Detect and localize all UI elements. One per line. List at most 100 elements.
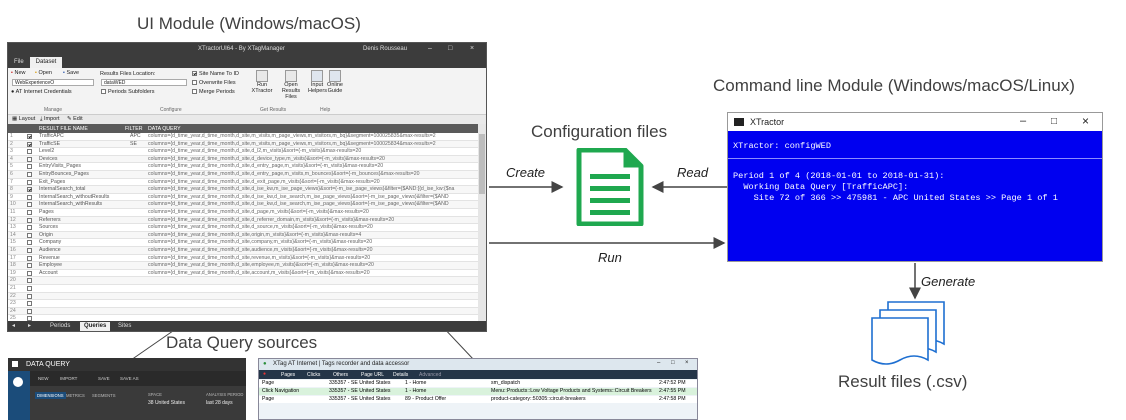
checkbox-icon[interactable] <box>27 255 32 261</box>
maximize-icon[interactable]: □ <box>448 45 453 52</box>
checkbox-icon[interactable] <box>27 270 32 276</box>
dq-import-button[interactable]: IMPORT <box>60 376 78 381</box>
scrollbar-thumb[interactable] <box>479 134 485 194</box>
close-icon[interactable]: × <box>470 45 475 52</box>
checkbox-icon[interactable] <box>27 232 32 238</box>
column-header-result-file-name[interactable]: RESULT FILE NAME <box>39 126 88 132</box>
checkbox-checked-icon[interactable] <box>27 187 32 193</box>
minimize-icon[interactable]: – <box>1020 115 1027 127</box>
table-row[interactable]: 24 <box>8 307 478 316</box>
checkbox-icon[interactable] <box>27 248 32 253</box>
results-location-input[interactable]: dataWED <box>101 79 187 86</box>
minimize-icon[interactable]: – <box>657 360 661 366</box>
grid-scrollbar[interactable] <box>478 124 486 321</box>
dq-new-button[interactable]: NEW <box>38 376 49 381</box>
dq-period-value[interactable]: last 28 days <box>206 400 233 406</box>
site-name-to-id-checkbox[interactable]: Site Name To ID <box>192 71 239 77</box>
tab-sites[interactable]: Sites <box>118 323 132 329</box>
checkbox-icon[interactable] <box>27 278 32 284</box>
checkbox-checked-icon[interactable] <box>27 141 32 147</box>
overwrite-files-checkbox[interactable]: Overwrite Files <box>192 80 236 86</box>
dq-tab-metrics[interactable]: METRICS <box>66 393 85 398</box>
checkbox-icon[interactable] <box>27 156 32 162</box>
table-row[interactable]: 22 <box>8 292 478 301</box>
checkbox-icon[interactable] <box>27 202 32 208</box>
checkbox-icon[interactable] <box>27 225 32 231</box>
tab-periods[interactable]: Periods <box>50 323 71 329</box>
checkbox-icon[interactable] <box>27 293 32 299</box>
nav-next-icon[interactable]: ▸ <box>28 323 32 329</box>
checkbox-icon[interactable] <box>27 286 32 291</box>
maximize-icon[interactable]: □ <box>1051 116 1058 127</box>
checkbox-icon[interactable] <box>27 210 32 215</box>
record-icon[interactable]: ● <box>263 371 267 377</box>
xtag-advanced-toggle[interactable]: Advanced <box>419 372 442 378</box>
merge-periods-checkbox[interactable]: Merge Periods <box>192 89 235 95</box>
dq-tab-dimensions[interactable]: DIMENSIONS <box>35 392 66 399</box>
table-row[interactable]: 21 <box>8 285 478 293</box>
xtag-pages-toggle[interactable]: Pages <box>281 372 296 378</box>
xtag-clicks-toggle[interactable]: Clicks <box>307 372 321 378</box>
menu-icon[interactable] <box>12 361 18 367</box>
credentials-button[interactable]: ● AT Internet Credentials <box>11 89 72 95</box>
checkbox-icon[interactable] <box>27 179 32 185</box>
minimize-icon[interactable]: – <box>428 45 432 52</box>
tab-file[interactable]: File <box>14 59 24 65</box>
tab-queries[interactable]: Queries <box>80 322 111 331</box>
checkbox-icon[interactable] <box>27 240 32 246</box>
nav-first-icon[interactable]: ◂ <box>12 323 16 329</box>
dq-save-button[interactable]: SAVE <box>98 376 110 381</box>
checkbox-checked-icon[interactable] <box>27 134 32 139</box>
checkbox-icon[interactable] <box>27 194 32 200</box>
column-header-filter[interactable]: FILTER <box>125 126 143 132</box>
checkbox-icon[interactable] <box>27 172 32 177</box>
checkbox-icon[interactable] <box>27 217 32 223</box>
xtag-page-url-toggle[interactable]: Page URL <box>361 372 385 378</box>
table-row[interactable]: 20 <box>8 277 478 285</box>
xtag-details-toggle[interactable]: Details <box>393 372 409 378</box>
checkbox-icon[interactable] <box>27 149 32 155</box>
run-xtractor-button[interactable]: Run XTractor <box>249 70 275 94</box>
save-button[interactable]: ▪ Save <box>63 70 80 76</box>
dq-save-as-button[interactable]: SAVE AS <box>120 376 139 381</box>
maximize-icon[interactable]: □ <box>671 360 675 366</box>
dq-space-value[interactable]: 38 United States <box>148 400 185 406</box>
xtag-others-toggle[interactable]: Others <box>333 372 349 378</box>
new-button[interactable]: ▪ New <box>11 70 26 76</box>
table-row[interactable]: 23 <box>8 300 478 308</box>
open-button[interactable]: ▪ Open <box>35 70 52 76</box>
dataset-input[interactable]: WebExperienceO <box>12 79 94 86</box>
checkbox-icon[interactable] <box>27 301 32 307</box>
open-results-button[interactable]: Open Results Files <box>276 70 306 100</box>
checkbox-icon[interactable] <box>27 263 32 269</box>
layout-button[interactable]: ▦ Layout <box>12 116 36 122</box>
import-button[interactable]: ⤓ Import <box>40 116 60 122</box>
close-icon[interactable]: × <box>685 360 689 366</box>
close-icon[interactable]: × <box>1082 114 1090 128</box>
checkbox-icon[interactable] <box>27 316 32 322</box>
checkbox-icon[interactable] <box>27 164 32 170</box>
edit-button[interactable]: ✎ Edit <box>67 116 83 122</box>
online-guide-button[interactable]: Online Guide <box>326 70 344 94</box>
checkbox-icon[interactable] <box>27 308 32 314</box>
